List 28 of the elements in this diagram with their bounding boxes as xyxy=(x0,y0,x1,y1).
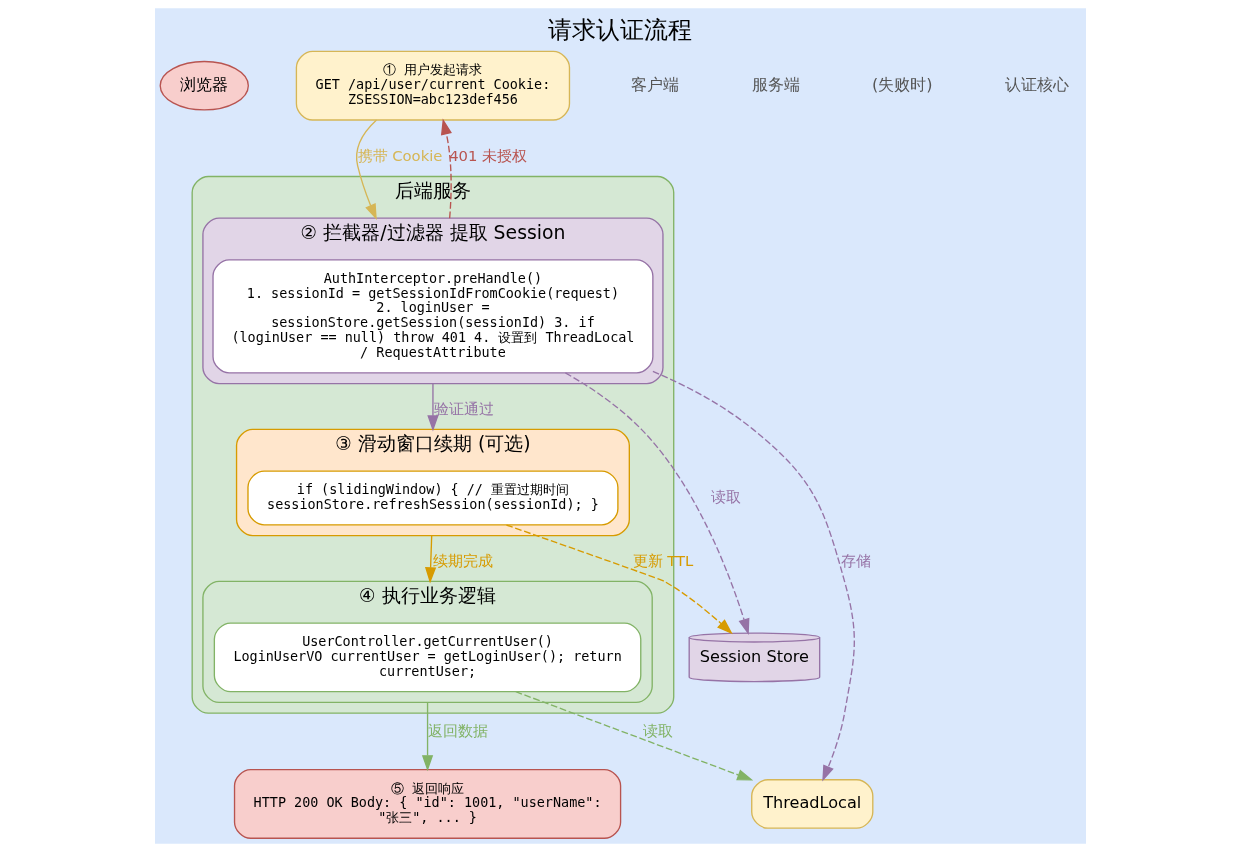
edge-label: 续期完成 xyxy=(432,552,493,570)
arrow xyxy=(440,118,452,219)
node-box: if (slidingWindow) { // 重置过期时间 sessionStore.refreshSession(sessionId); } xyxy=(247,470,619,526)
node-box: AuthInterceptor.preHandle() 1. sessionId = getSessionIdFromCookie(request) 2. loginUser = sessionStore.getSession(sessionId) 3. if (loginUser == null) throw 401 4. 设置到 ThreadLocal / RequestAttribute xyxy=(212,259,654,374)
diagram-title: 请求认证流程 xyxy=(548,16,693,45)
arrow xyxy=(421,701,434,772)
arrow xyxy=(505,524,733,635)
node-box: ⑤ 返回响应 HTTP 200 OK Body: { "id": 1001, "userName": "张三", ... } xyxy=(233,769,622,839)
node-box: UserController.getCurrentUser() LoginUserVO currentUser = getLoginUser(); return currentUser; xyxy=(213,622,642,693)
edge-label: 读取 xyxy=(643,721,674,739)
label: 认证核心 xyxy=(1004,74,1069,94)
edge-label: 读取 xyxy=(710,487,741,505)
label: 服务端 xyxy=(751,74,800,94)
edge-label: 携带 Cookie xyxy=(357,147,443,165)
edge-label: 返回数据 xyxy=(428,721,489,739)
node-box: ThreadLocal xyxy=(751,779,874,829)
label: (失败时) xyxy=(872,74,933,94)
arrow xyxy=(652,370,855,782)
node-ellipse: 浏览器 xyxy=(159,60,249,111)
arrow xyxy=(424,534,437,584)
edge-label: 存储 xyxy=(840,552,871,570)
edge-label: 验证通过 xyxy=(433,400,494,418)
edge-label: 401 未授权 xyxy=(449,147,528,165)
arrow xyxy=(355,119,378,221)
label: 客户端 xyxy=(630,74,679,94)
arrow xyxy=(564,372,750,635)
arrow xyxy=(427,382,439,432)
node-box: ① 用户发起请求 GET /api/user/current Cookie: ZSESSION=abc123def456 xyxy=(295,50,571,121)
